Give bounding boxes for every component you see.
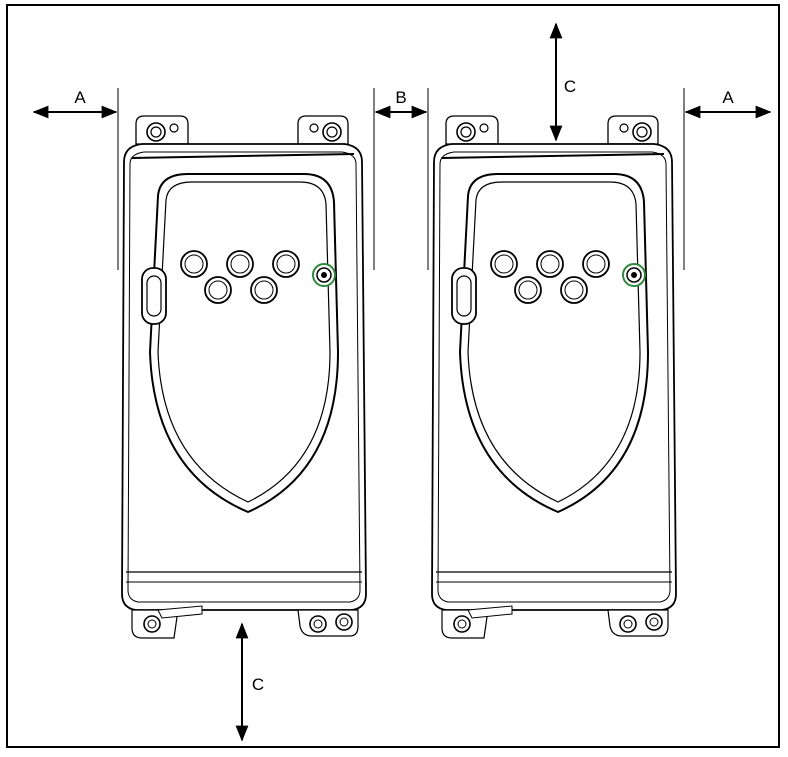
label-a-right: A bbox=[722, 88, 734, 107]
label-b: B bbox=[395, 88, 406, 107]
drive-left bbox=[121, 115, 367, 639]
drive-right bbox=[431, 115, 677, 639]
figure-frame bbox=[6, 4, 780, 748]
label-c-top: C bbox=[564, 77, 576, 96]
label-a-left: A bbox=[74, 88, 86, 107]
label-c-bottom: C bbox=[252, 675, 264, 694]
